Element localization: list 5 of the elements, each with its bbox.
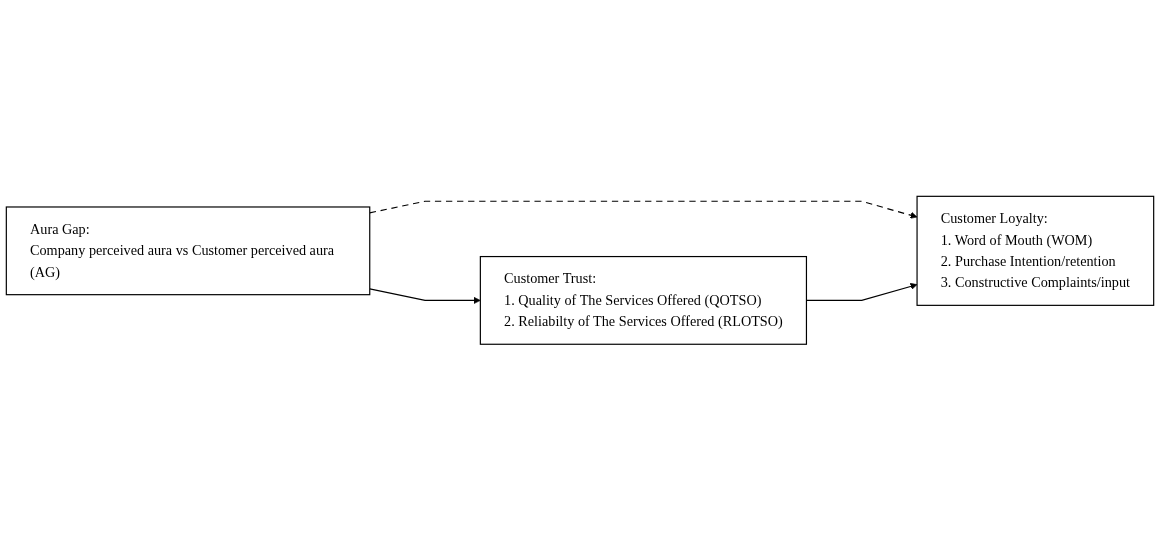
arrow	[369, 200, 918, 219]
node-box: Customer Trust: 1. Quality of The Services Offered (QOTSO) 2. Reliabilty of The Services Offered (RLOTSO)	[479, 256, 808, 346]
arrow	[369, 288, 481, 305]
node-box: Aura Gap: Company perceived aura vs Customer perceived aura (AG)	[5, 206, 371, 296]
node-box: Customer Loyalty: 1. Word of Mouth (WOM) 2. Purchase Intention/retention 3. Constructive Complaints/input	[916, 195, 1155, 307]
